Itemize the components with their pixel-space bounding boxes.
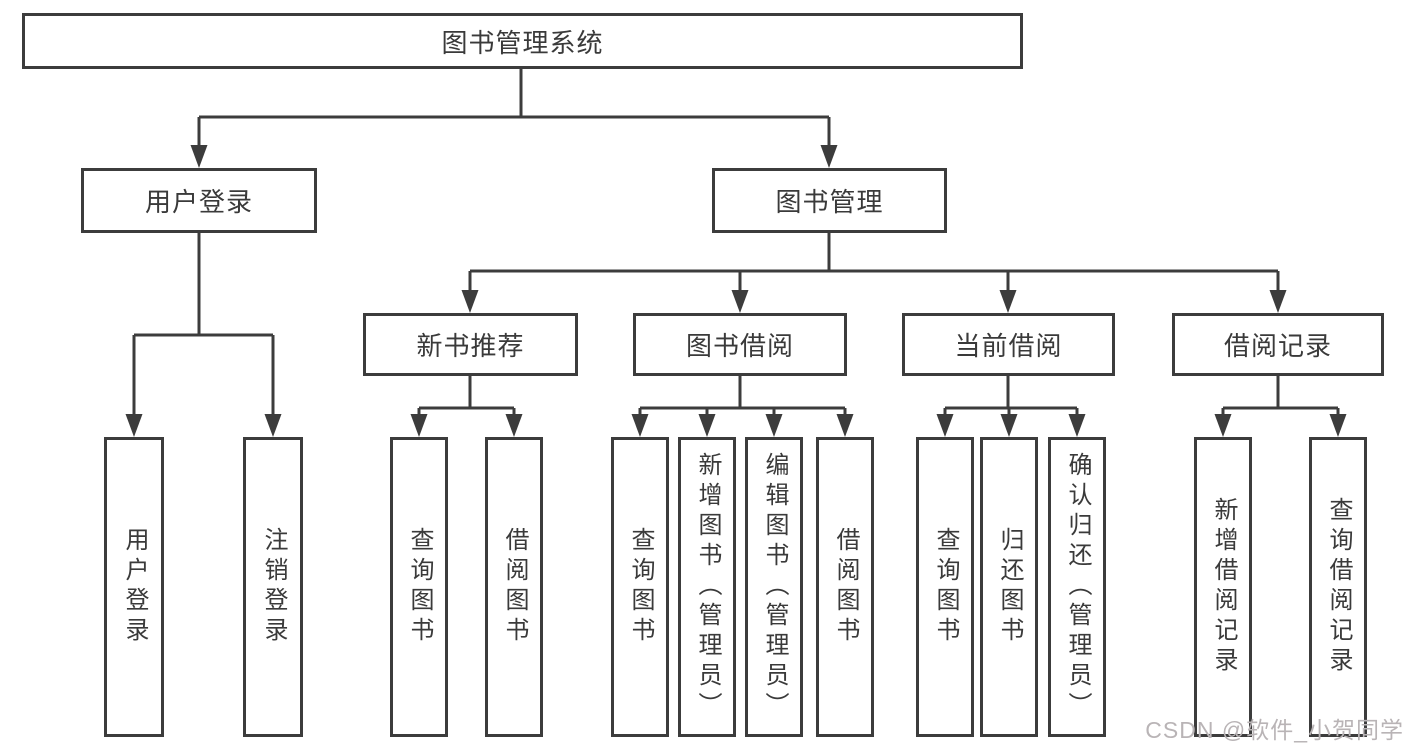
node-label: 图书管理系统 [441, 27, 604, 58]
arrowhead [1000, 414, 1018, 437]
diagram-leaf-query-books-1: 查询图书 [390, 437, 448, 737]
arrowhead [505, 414, 523, 437]
diagram-node-borrowing-records: 借阅记录 [1172, 313, 1384, 376]
node-label: 借阅图书 [501, 527, 528, 647]
arrowhead [631, 414, 649, 437]
diagram-leaf-borrow-books-2: 借阅图书 [816, 437, 874, 737]
node-label: 新增借阅记录 [1210, 497, 1237, 677]
arrowhead [936, 414, 954, 437]
diagram-node-root: 图书管理系统 [22, 13, 1023, 69]
node-label: 借阅图书 [832, 527, 859, 647]
node-label: 当前借阅 [954, 331, 1063, 361]
node-label: 注销登录 [260, 527, 287, 647]
node-label: 新增图书（管理员） [694, 452, 721, 722]
arrowhead [698, 414, 716, 437]
node-label: 查询图书 [932, 527, 959, 647]
connector-current-branch [943, 376, 1079, 417]
diagram-node-new-book-recommend: 新书推荐 [363, 313, 578, 376]
connector-borrow-branch [638, 376, 847, 417]
connector-new-books-branch [417, 376, 516, 417]
node-label: 用户登录 [144, 187, 253, 217]
diagram-node-book-borrowing: 图书借阅 [633, 313, 847, 376]
arrowhead [1068, 414, 1086, 437]
diagram-leaf-edit-books-admin: 编辑图书（管理员） [745, 437, 803, 737]
arrowhead [836, 414, 854, 437]
node-label: 借阅记录 [1223, 331, 1332, 361]
diagram-leaf-query-books-3: 查询图书 [916, 437, 974, 737]
arrowheads [125, 145, 1347, 437]
arrowhead [765, 414, 783, 437]
arrowhead [190, 145, 208, 168]
arrowhead [1329, 414, 1347, 437]
arrowhead [1269, 290, 1287, 313]
node-label: 图书借阅 [685, 331, 794, 361]
diagram-leaf-logout: 注销登录 [243, 437, 303, 737]
arrowhead [999, 290, 1017, 313]
diagram-leaf-add-books-admin: 新增图书（管理员） [678, 437, 736, 737]
arrowhead [461, 290, 479, 313]
node-label: 确认归还（管理员） [1064, 452, 1091, 722]
diagram-leaf-confirm-return-admin: 确认归还（管理员） [1048, 437, 1106, 737]
connector-book-mgmt-branch [468, 233, 1280, 292]
node-label: 新书推荐 [416, 331, 525, 361]
csdn-watermark: CSDN @软件_小贺同学 [1145, 717, 1404, 743]
connector-user-login-branch [132, 233, 275, 416]
arrowhead [820, 145, 838, 168]
diagram-leaf-query-books-2: 查询图书 [611, 437, 669, 737]
node-label: 归还图书 [996, 527, 1023, 647]
connector-root [197, 68, 831, 146]
arrowhead [1214, 414, 1232, 437]
diagram-node-current-borrowing: 当前借阅 [902, 313, 1115, 376]
connector-paths [132, 68, 1340, 417]
node-label: 用户登录 [121, 527, 148, 647]
arrowhead [410, 414, 428, 437]
diagram-node-user-login: 用户登录 [81, 168, 317, 233]
arrowhead [731, 290, 749, 313]
diagram-leaf-return-books: 归还图书 [980, 437, 1038, 737]
connector-records-branch [1221, 376, 1340, 417]
node-label: 查询借阅记录 [1325, 497, 1352, 677]
arrowhead [264, 414, 282, 437]
node-label: 查询图书 [406, 527, 433, 647]
node-label: 图书管理 [775, 187, 884, 217]
diagram-leaf-add-borrow-record: 新增借阅记录 [1194, 437, 1252, 737]
diagram-node-book-management: 图书管理 [712, 168, 947, 233]
arrowhead [125, 414, 143, 437]
diagram-leaf-user-login: 用户登录 [104, 437, 164, 737]
diagram-leaf-borrow-books-1: 借阅图书 [485, 437, 543, 737]
diagram-leaf-query-borrow-record: 查询借阅记录 [1309, 437, 1367, 737]
node-label: 编辑图书（管理员） [761, 452, 788, 722]
node-label: 查询图书 [627, 527, 654, 647]
